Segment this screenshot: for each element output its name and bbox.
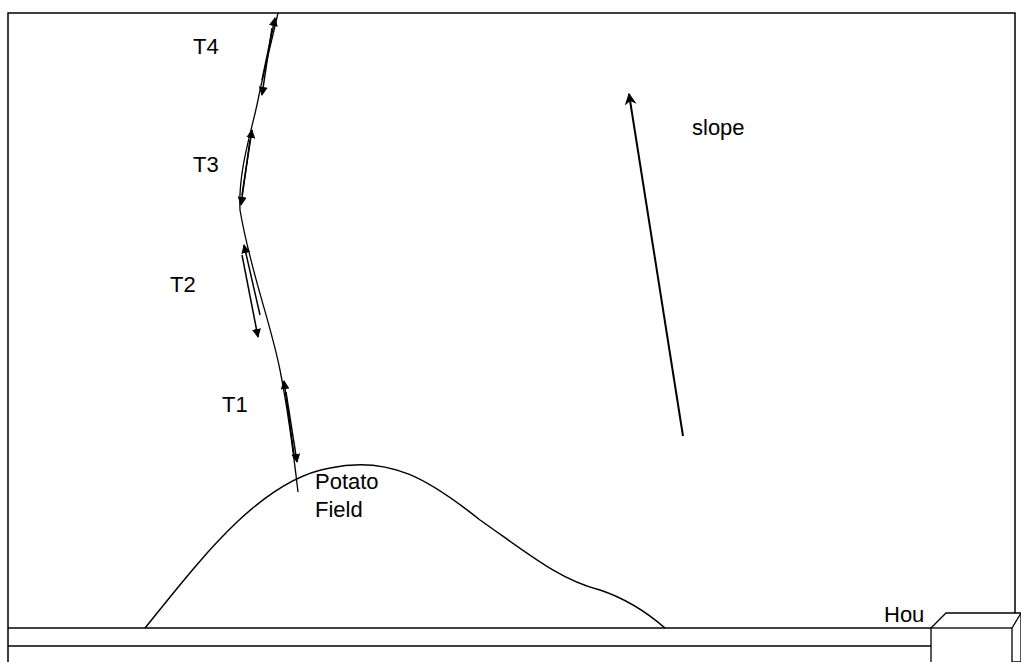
road-edge bbox=[8, 627, 1021, 629]
transect-label: T4 bbox=[193, 33, 219, 61]
transect-arrow bbox=[286, 392, 297, 462]
slope-arrow bbox=[629, 94, 683, 436]
slope-label: slope bbox=[692, 114, 745, 142]
transect-label: T3 bbox=[193, 151, 219, 179]
field-label: Potato Field bbox=[315, 468, 389, 524]
map-frame bbox=[8, 13, 1015, 662]
house-icon bbox=[931, 613, 1021, 662]
field-outline bbox=[145, 465, 665, 628]
transect-label: T2 bbox=[170, 271, 196, 299]
transect-arrow bbox=[262, 28, 272, 95]
road-edge bbox=[8, 645, 1021, 647]
transect-arrow bbox=[242, 255, 258, 337]
transect-label: T1 bbox=[222, 391, 248, 419]
transect-arrow bbox=[241, 140, 250, 205]
house-label: Hou bbox=[884, 601, 924, 629]
transect-line bbox=[240, 13, 298, 492]
